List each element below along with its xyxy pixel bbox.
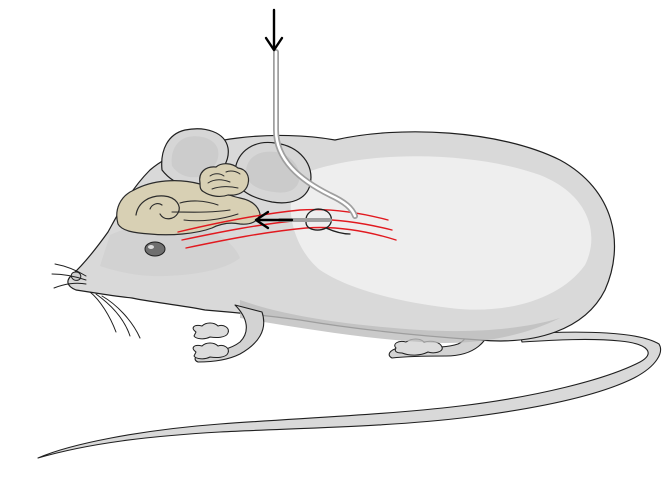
eye-highlight <box>148 245 154 249</box>
eye <box>145 242 165 256</box>
arrow-down-icon <box>266 10 282 50</box>
front-paw <box>193 343 228 359</box>
tail <box>38 332 661 458</box>
front-paw-upper <box>193 323 228 339</box>
